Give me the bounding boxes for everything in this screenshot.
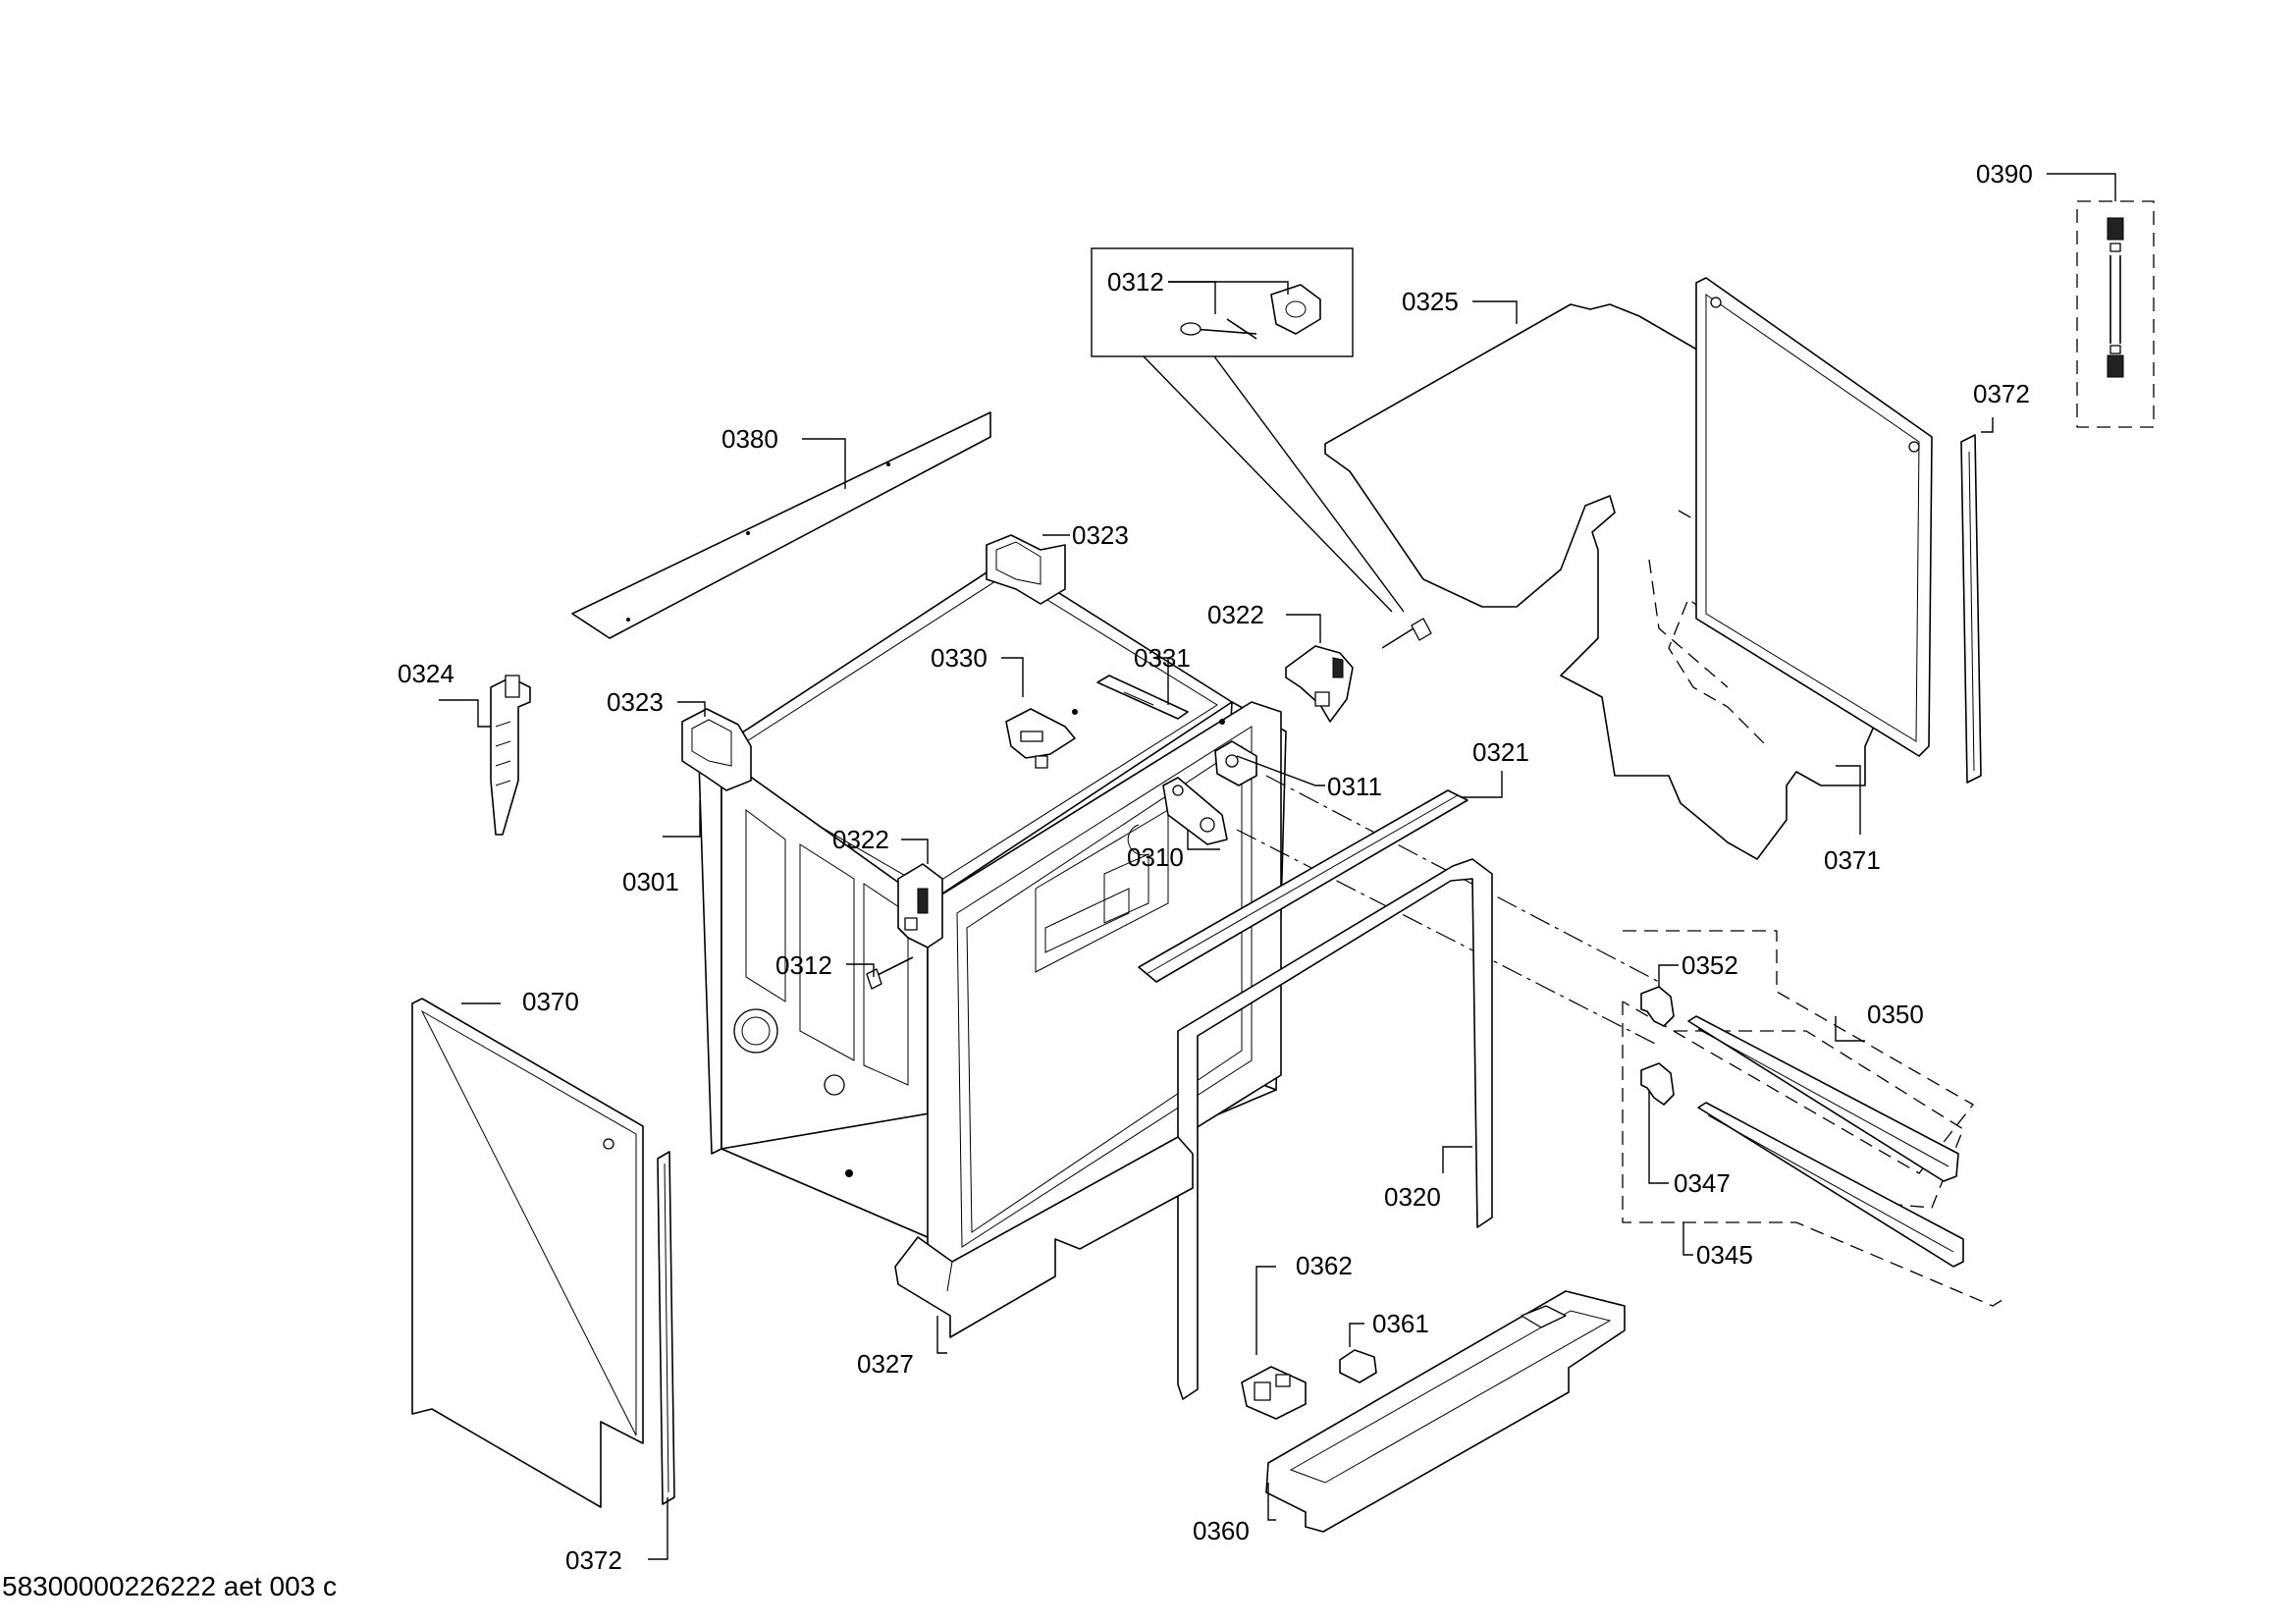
part-0323-corner-left: [681, 708, 752, 791]
callout-0347: 0347: [1674, 1168, 1731, 1198]
callout-0390: 0390: [1976, 159, 2033, 189]
part-0371-side-panel: [1695, 277, 1933, 757]
part-0352-clip: [1640, 986, 1675, 1027]
part-0330-clip: [1005, 708, 1076, 769]
part-0380-cover-plate: [571, 411, 991, 639]
callout-0371: 0371: [1824, 845, 1881, 875]
part-0321-door-strip: [1138, 789, 1468, 983]
part-0322-hinge-side: [897, 863, 943, 948]
callout-0322-top: 0322: [1207, 600, 1264, 629]
callout-0311: 0311: [1327, 772, 1382, 801]
part-0331-strip: [1096, 675, 1189, 720]
callout-0310: 0310: [1127, 842, 1184, 872]
callout-0350: 0350: [1867, 1000, 1924, 1029]
detail-box-0312: [1091, 247, 1405, 613]
part-0323-corner-top: [986, 534, 1066, 605]
part-0322-hinge-top: [1285, 645, 1354, 723]
part-0347-clip: [1640, 1062, 1675, 1106]
callout-0370: 0370: [522, 987, 579, 1016]
callout-0380: 0380: [721, 424, 778, 454]
callout-0345: 0345: [1696, 1240, 1753, 1270]
part-0350-rail: [1687, 1015, 1959, 1182]
callout-0324: 0324: [398, 659, 454, 688]
callout-0301: 0301: [622, 867, 679, 896]
part-0311-hinge: [1214, 740, 1257, 786]
callout-0360: 0360: [1193, 1516, 1250, 1545]
callout-0320: 0320: [1384, 1182, 1441, 1212]
part-0372-left-strip: [657, 1151, 675, 1505]
part-0372-right-strip: [1960, 434, 1982, 784]
callout-0327: 0327: [857, 1349, 914, 1379]
callout-0322-side: 0322: [832, 825, 889, 854]
part-0362-component: [1241, 1366, 1307, 1420]
callout-0312-detail: 0312: [1107, 267, 1164, 297]
part-0360-base-tray: [1265, 1290, 1626, 1533]
callout-0323-top: 0323: [1072, 520, 1129, 550]
callout-0325: 0325: [1402, 287, 1459, 316]
callout-0331: 0331: [1134, 643, 1191, 673]
part-0327-base-strip: [894, 1136, 1194, 1338]
callout-0372-right: 0372: [1973, 379, 2030, 408]
callout-0361: 0361: [1372, 1309, 1429, 1338]
document-id: 58300000226222 aet 003 c: [2, 1571, 337, 1601]
callout-0330: 0330: [931, 643, 988, 673]
callout-0323-left: 0323: [607, 687, 664, 717]
part-0324-bracket: [490, 675, 531, 836]
part-0390-cable-set: [2076, 200, 2155, 428]
group-0350-rail-set: [1622, 930, 2006, 1307]
part-0320-seal: [1177, 858, 1493, 1400]
callout-0312-main: 0312: [775, 950, 832, 980]
callout-0321: 0321: [1472, 737, 1529, 767]
callout-0362: 0362: [1296, 1251, 1353, 1280]
callout-0372-bottom: 0372: [565, 1545, 622, 1575]
part-0345-rail: [1697, 1102, 1964, 1268]
part-0312-screw: [866, 618, 1432, 990]
callout-0352: 0352: [1682, 950, 1738, 980]
part-0310-hinge-arm: [1162, 777, 1228, 845]
part-0361-clip: [1339, 1349, 1377, 1383]
part-0370-side-panel: [411, 998, 644, 1508]
